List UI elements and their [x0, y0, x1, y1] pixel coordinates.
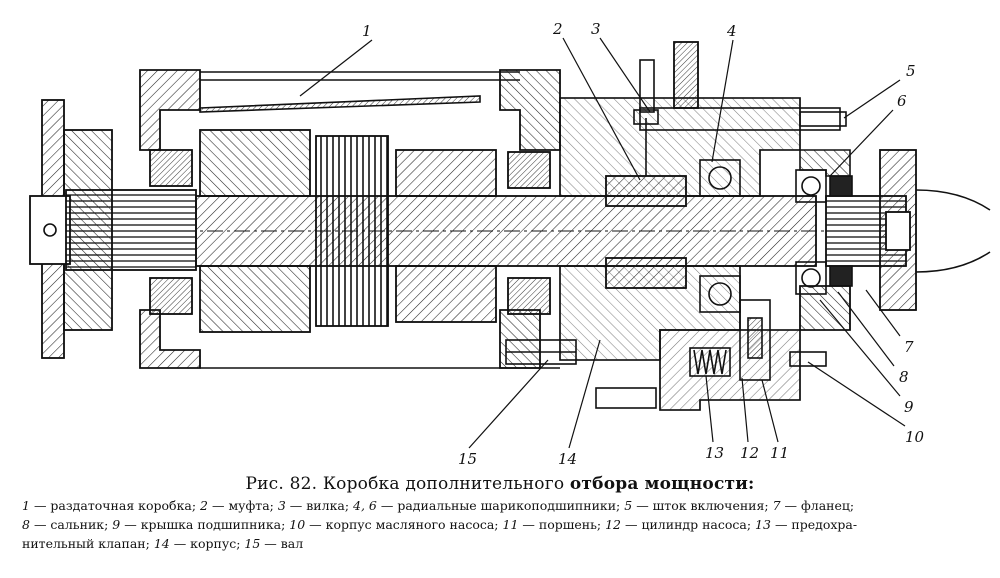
legend-part-name: — фланец; — [784, 498, 855, 513]
callout-14: 14 — [558, 450, 577, 468]
callout-7: 7 — [904, 338, 914, 356]
callout-15: 15 — [458, 450, 477, 468]
gearbox-cross-section-drawing: 1 2 3 4 5 6 7 8 9 10 11 12 13 14 15 — [29, 20, 991, 468]
legend-part-number: 8 — [22, 517, 34, 532]
legend-part-number: 7 — [772, 498, 785, 513]
legend-part-number: 5 — [624, 498, 637, 513]
parts-legend: 1 — раздаточная коробка; 2 — муфта; 3 — … — [22, 496, 978, 553]
legend-part-name: — цилиндр насоса; — [624, 517, 756, 532]
legend-part-name: — крышка подшипника; — [124, 517, 290, 532]
callout-10: 10 — [905, 428, 925, 446]
legend-part-number: 9 — [112, 517, 125, 532]
legend-part-name: нительный клапан; — [22, 536, 154, 551]
legend-part-number: 13 — [755, 517, 775, 532]
callout-2: 2 — [552, 20, 563, 38]
output-flange — [799, 149, 991, 331]
legend-part-number: 1 — [22, 498, 34, 513]
callout-5: 5 — [906, 62, 916, 80]
callout-8: 8 — [899, 368, 909, 386]
legend-part-name: — радиальные шарикоподшипники; — [380, 498, 625, 513]
shift-rod — [639, 41, 847, 131]
callout-1: 1 — [362, 22, 372, 40]
shaft-lower-end — [505, 339, 577, 365]
legend-part-name: — вилка; — [289, 498, 354, 513]
legend-part-name: — раздаточная коробка; — [33, 498, 201, 513]
legend-line: 1 — раздаточная коробка; 2 — муфта; 3 — … — [22, 496, 978, 515]
legend-part-name: — корпус масляного насоса; — [309, 517, 503, 532]
figure-title: Рис. 82. Коробка дополнительного отбора … — [0, 474, 1000, 494]
callout-13: 13 — [705, 444, 724, 462]
legend-part-name: — муфта; — [211, 498, 278, 513]
callout-4: 4 — [726, 22, 737, 40]
legend-part-name: — предохра- — [774, 517, 858, 532]
figure-caption: Рис. 82. Коробка дополнительного отбора … — [0, 470, 1000, 494]
legend-part-number: 11 — [502, 517, 523, 532]
gears — [199, 129, 497, 333]
legend-part-name: — сальник; — [33, 517, 113, 532]
legend-part-number: 14 — [153, 536, 174, 551]
legend-line: нительный клапан; 14 — корпус; 15 — вал — [22, 534, 978, 553]
legend-part-number: 10 — [289, 517, 310, 532]
legend-part-number: 4, 6 — [353, 498, 381, 513]
legend-part-number: 3 — [277, 498, 290, 513]
callout-9: 9 — [904, 398, 914, 416]
main-shaft — [180, 195, 840, 267]
drawing-body — [29, 41, 991, 411]
figure-title-bold: отбора мощности: — [569, 474, 755, 494]
figure-title-text: Коробка дополнительного — [322, 474, 565, 494]
legend-part-number: 12 — [605, 517, 625, 532]
legend-part-name: — шток включения; — [636, 498, 773, 513]
coupling-and-fork — [605, 109, 687, 289]
legend-part-number: 15 — [244, 536, 265, 551]
roller-bearings — [149, 149, 551, 315]
callout-3: 3 — [591, 20, 601, 38]
callout-6: 6 — [897, 92, 907, 110]
callout-11: 11 — [770, 444, 789, 462]
transfer-case-housing — [139, 69, 561, 369]
left-flange — [29, 99, 197, 359]
figure-number: Рис. 82. — [245, 474, 318, 494]
legend-part-name: — вал — [264, 536, 304, 551]
legend-part-number: 2 — [200, 498, 212, 513]
leader-lines — [299, 37, 906, 449]
callout-12: 12 — [740, 444, 759, 462]
legend-line: 8 — сальник; 9 — крышка подшипника; 10 —… — [22, 515, 978, 534]
legend-part-name: — поршень; — [522, 517, 606, 532]
legend-part-name: — корпус; — [173, 536, 245, 551]
callouts: 1 2 3 4 5 6 7 8 9 10 11 12 13 14 15 — [362, 20, 925, 468]
